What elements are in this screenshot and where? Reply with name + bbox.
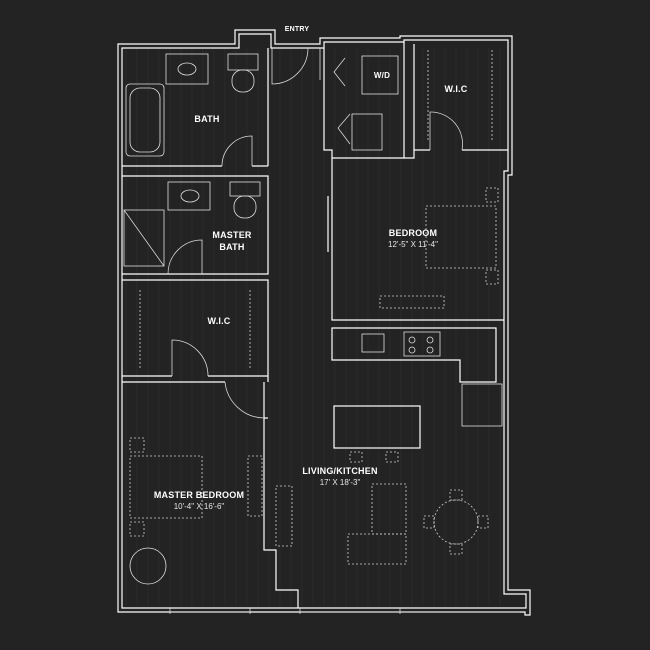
label-wic-left: W.I.C	[208, 316, 231, 326]
label-bedroom-dim: 12'-5" X 11'-4"	[388, 240, 438, 249]
living-furniture	[275, 483, 489, 565]
windows	[169, 608, 520, 614]
master-bedroom-furniture	[129, 437, 263, 585]
label-entry: ENTRY	[285, 26, 310, 33]
door-swings	[167, 47, 463, 419]
label-wd: W/D	[374, 71, 390, 80]
label-master-bath-line1: MASTER	[212, 230, 251, 240]
bedroom-furniture	[379, 187, 499, 309]
kitchen-fixtures	[333, 331, 503, 463]
label-master-bedroom: MASTER BEDROOM	[154, 490, 244, 500]
laundry-closet	[333, 55, 399, 151]
floor-texture	[125, 48, 501, 606]
label-living-dim: 17' X 18'-3"	[320, 478, 361, 487]
label-bath: BATH	[194, 114, 219, 124]
label-bedroom: BEDROOM	[389, 228, 437, 238]
closet-shelving	[139, 50, 493, 370]
master-bath-fixtures	[123, 181, 261, 267]
label-master-bedroom-dim: 10'-4" X 16'-6"	[174, 502, 225, 511]
bath-fixtures	[125, 53, 259, 157]
label-master-bath-line2: BATH	[219, 242, 244, 252]
interior-walls	[122, 42, 508, 608]
label-living-kitchen: LIVING/KITCHEN	[302, 466, 377, 476]
label-wic-top: W.I.C	[445, 84, 468, 94]
outer-walls	[117, 29, 531, 616]
